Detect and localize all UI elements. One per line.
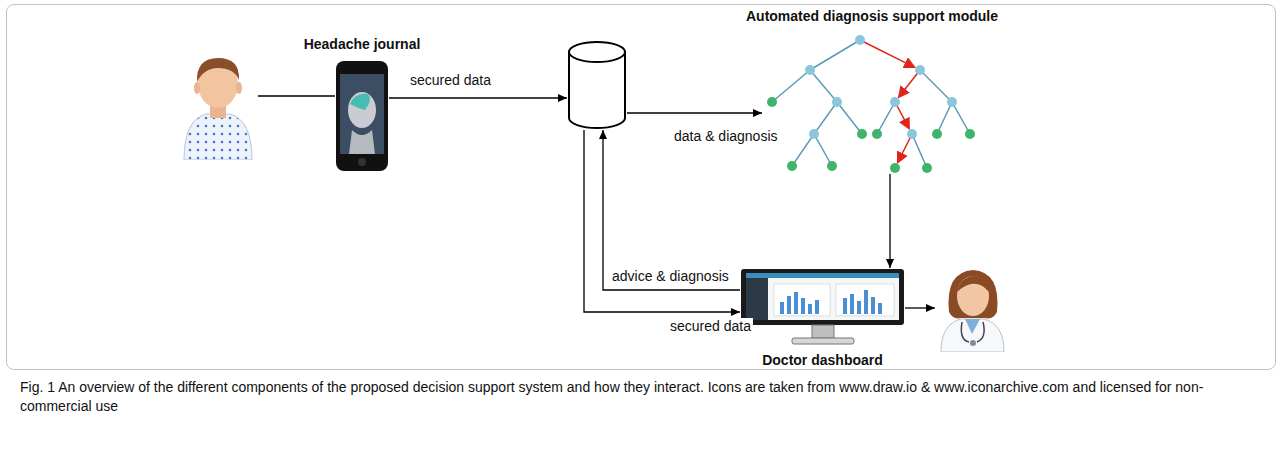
edge-label: secured data [668, 318, 753, 334]
edge-label: secured data [408, 72, 493, 88]
connector-arrow [389, 97, 567, 98]
edge-label: advice & diagnosis [610, 268, 731, 284]
decision-tree [762, 32, 982, 174]
connector-arrow [603, 130, 740, 290]
phone-icon [335, 60, 389, 172]
doctor-icon [935, 262, 1010, 352]
connector-arrow [627, 112, 762, 113]
database-cylinder [567, 40, 627, 130]
tree-node: Automated diagnosis support module [762, 32, 982, 174]
patient-node [178, 50, 258, 160]
doctor-node [935, 262, 1010, 352]
monitor-icon [740, 268, 905, 346]
figure-caption: Fig. 1 An overview of the different comp… [20, 378, 1270, 416]
connector-arrow [258, 95, 335, 96]
phone-node: Headache journal [335, 60, 389, 172]
database-node [567, 40, 627, 130]
node-heading: Doctor dashboard [762, 352, 883, 368]
connector-arrow [905, 307, 935, 308]
figure-frame [6, 4, 1276, 370]
connector-arrow [889, 174, 890, 268]
node-heading: Automated diagnosis support module [746, 8, 998, 24]
dashboard-node: Doctor dashboard [740, 268, 905, 346]
connector-arrow [584, 130, 740, 312]
node-heading: Headache journal [304, 36, 421, 52]
patient-icon [178, 50, 258, 160]
edge-label: data & diagnosis [672, 128, 780, 144]
